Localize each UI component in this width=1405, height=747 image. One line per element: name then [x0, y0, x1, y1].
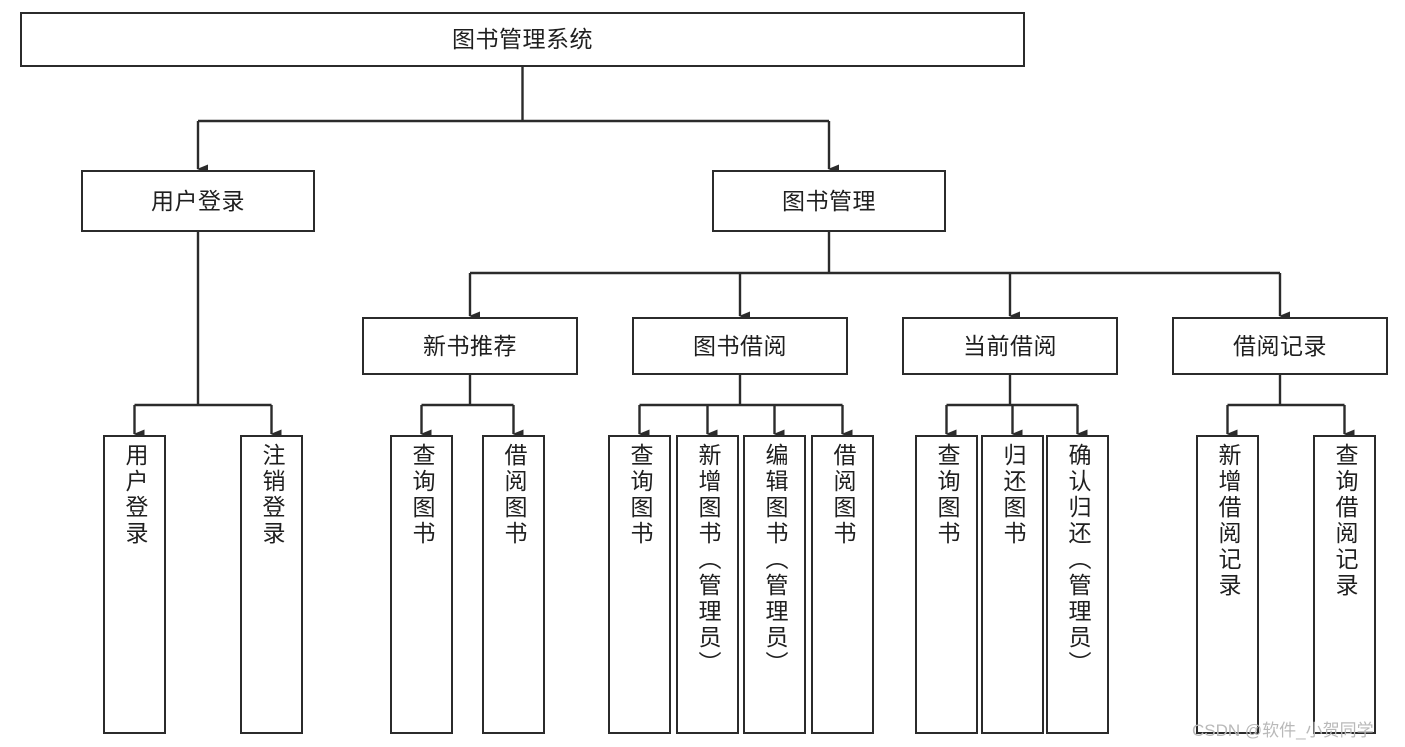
node-label-book-manage: 图书管理: [782, 187, 876, 214]
node-user-login[interactable]: 用户登录: [81, 170, 315, 232]
node-f-borrow-book2[interactable]: 借阅图书: [811, 435, 874, 734]
node-label-current-borrow: 当前借阅: [963, 332, 1057, 359]
node-label-book-borrow: 图书借阅: [693, 332, 787, 359]
node-root[interactable]: 图书管理系统: [20, 12, 1025, 67]
node-label-f-borrow-book2: 借阅图书: [830, 443, 856, 547]
node-current-borrow[interactable]: 当前借阅: [902, 317, 1118, 375]
node-f-add-book[interactable]: 新增图书（管理员）: [676, 435, 739, 734]
node-f-query-book3[interactable]: 查询图书: [915, 435, 978, 734]
node-label-f-borrow-book1: 借阅图书: [501, 443, 527, 547]
node-label-user-login: 用户登录: [151, 187, 245, 214]
node-f-query-book1[interactable]: 查询图书: [390, 435, 453, 734]
node-new-book-rec[interactable]: 新书推荐: [362, 317, 578, 375]
node-label-borrow-record: 借阅记录: [1233, 332, 1327, 359]
node-label-f-query-record: 查询借阅记录: [1332, 443, 1358, 599]
node-f-logout[interactable]: 注销登录: [240, 435, 303, 734]
node-book-manage[interactable]: 图书管理: [712, 170, 946, 232]
node-f-return-book[interactable]: 归还图书: [981, 435, 1044, 734]
node-f-confirm-ret[interactable]: 确认归还（管理员）: [1046, 435, 1109, 734]
node-f-edit-book[interactable]: 编辑图书（管理员）: [743, 435, 806, 734]
node-label-f-confirm-ret: 确认归还（管理员）: [1065, 443, 1091, 677]
node-label-f-logout: 注销登录: [259, 443, 285, 547]
node-f-borrow-book1[interactable]: 借阅图书: [482, 435, 545, 734]
node-label-new-book-rec: 新书推荐: [423, 332, 517, 359]
node-label-f-query-book1: 查询图书: [409, 443, 435, 547]
node-label-f-add-record: 新增借阅记录: [1215, 443, 1241, 599]
node-label-f-query-book3: 查询图书: [934, 443, 960, 547]
node-f-query-record[interactable]: 查询借阅记录: [1313, 435, 1376, 734]
node-label-f-query-book2: 查询图书: [627, 443, 653, 547]
node-label-f-return-book: 归还图书: [1000, 443, 1026, 547]
node-label-f-edit-book: 编辑图书（管理员）: [762, 443, 788, 677]
node-f-query-book2[interactable]: 查询图书: [608, 435, 671, 734]
node-label-root: 图书管理系统: [452, 26, 593, 53]
node-f-user-login[interactable]: 用户登录: [103, 435, 166, 734]
node-label-f-user-login: 用户登录: [122, 443, 148, 547]
node-f-add-record[interactable]: 新增借阅记录: [1196, 435, 1259, 734]
node-label-f-add-book: 新增图书（管理员）: [695, 443, 721, 677]
node-book-borrow[interactable]: 图书借阅: [632, 317, 848, 375]
tree-connectors: [133, 67, 1355, 439]
node-borrow-record[interactable]: 借阅记录: [1172, 317, 1388, 375]
